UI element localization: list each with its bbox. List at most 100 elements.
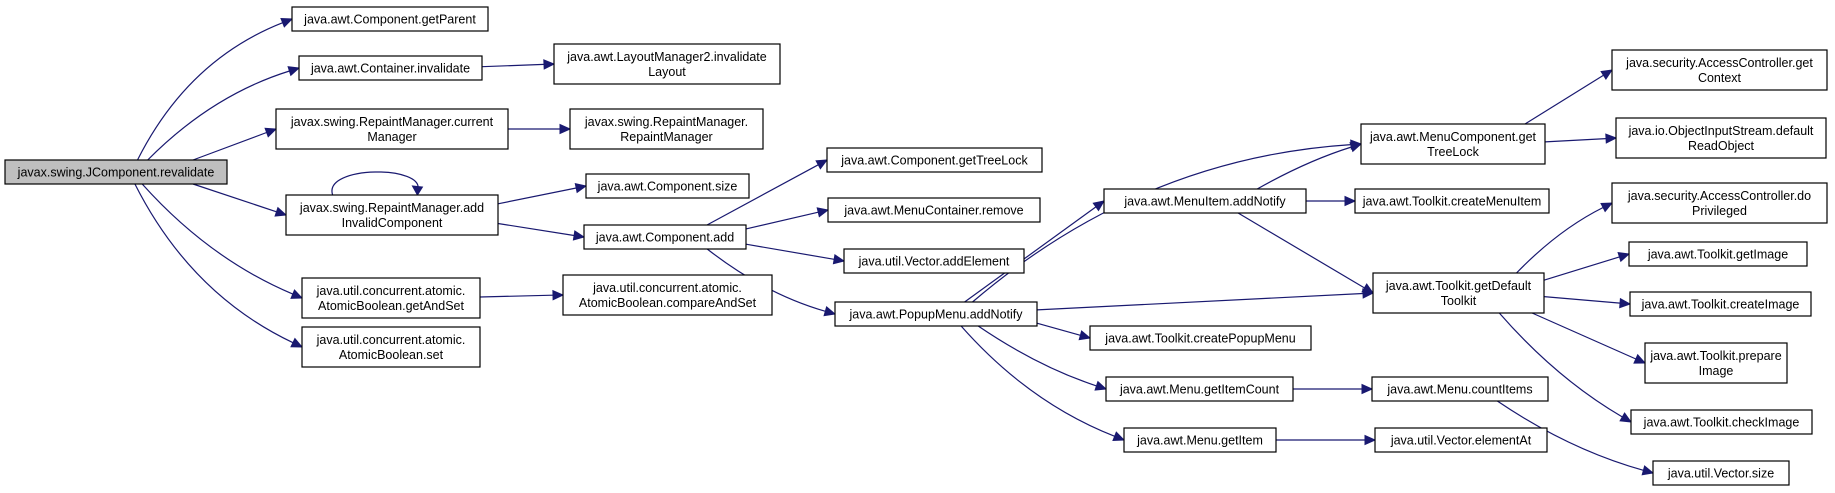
node-getTreeLock[interactable]: java.awt.Component.getTreeLock (826, 147, 1043, 173)
node-box (1354, 188, 1550, 214)
node-label: java.awt.Toolkit.createPopupMenu (1104, 332, 1295, 346)
edge-line (497, 187, 577, 205)
node-label: ReadObject (1688, 139, 1755, 153)
node-createMenuItem[interactable]: java.awt.Toolkit.createMenuItem (1354, 188, 1550, 214)
edge-arrowhead (274, 206, 288, 217)
edge-getDefaultToolkit-to-doPrivileged (1516, 202, 1614, 274)
node-vectorSize[interactable]: java.util.Vector.size (1652, 460, 1790, 486)
edge-arrowhead (1619, 297, 1632, 309)
node-getAndSet[interactable]: java.util.concurrent.atomic.AtomicBoolea… (301, 277, 481, 319)
node-label: AtomicBoolean.compareAndSet (579, 296, 757, 310)
edge-arrowhead (1094, 380, 1108, 391)
node-addInvalid[interactable]: javax.swing.RepaintManager.addInvalidCom… (285, 194, 499, 236)
edge-arrowhead (1364, 434, 1377, 446)
edge-arrowhead (1349, 142, 1363, 153)
node-compareAndSet[interactable]: java.util.concurrent.atomic.AtomicBoolea… (562, 274, 773, 316)
edge-line (1544, 138, 1607, 143)
edge-popupAddNotify-to-getDefaultToolkit (1036, 288, 1375, 311)
edge-revalidate-to-invalidate (147, 66, 301, 161)
node-revalidate[interactable]: javax.swing.JComponent.revalidate (4, 159, 228, 185)
node-box (1123, 427, 1277, 453)
edge-arrowhead (290, 337, 304, 348)
edge-line (977, 325, 1097, 387)
node-label: AtomicBoolean.set (339, 348, 444, 362)
node-mcGetTreeLock[interactable]: java.awt.MenuComponent.getTreeLock (1360, 123, 1546, 165)
edge-compAdd-to-addElement (745, 243, 846, 265)
node-doPrivileged[interactable]: java.security.AccessController.doPrivile… (1611, 182, 1828, 224)
node-mcRemove[interactable]: java.awt.MenuContainer.remove (827, 197, 1041, 223)
node-compAdd[interactable]: java.awt.Component.add (583, 224, 747, 250)
node-box (291, 6, 489, 32)
node-label: java.security.AccessController.do (1627, 189, 1811, 203)
node-label: java.awt.Toolkit.prepare (1649, 349, 1781, 363)
node-elementAt[interactable]: java.util.Vector.elementAt (1374, 427, 1548, 453)
node-box (1360, 123, 1546, 165)
edge-arrowhead (280, 17, 294, 28)
node-menuItemAddNotify[interactable]: java.awt.MenuItem.addNotify (1103, 188, 1307, 214)
node-repaintManagerCtor[interactable]: javax.swing.RepaintManager.RepaintManage… (569, 108, 764, 150)
edge-revalidate-to-getAndSet (141, 183, 304, 299)
node-box (285, 194, 499, 236)
edge-arrowhead (264, 127, 278, 138)
edge-arrowhead (816, 207, 830, 218)
node-addElement[interactable]: java.util.Vector.addElement (843, 248, 1025, 274)
node-box (4, 159, 228, 185)
node-box (1103, 188, 1307, 214)
node-box (1371, 376, 1549, 402)
edge-revalidate-to-abSet (134, 183, 304, 348)
edge-compAdd-to-getTreeLock (706, 159, 829, 226)
edge-arrowhead (1112, 431, 1126, 442)
node-label: TreeLock (1427, 145, 1479, 159)
edge-arrowhead (290, 289, 304, 299)
edge-getDefaultToolkit-to-getImage (1543, 252, 1631, 281)
node-label: java.awt.MenuComponent.get (1369, 130, 1537, 144)
edge-line (706, 164, 819, 226)
edge-getAndSet-to-compareAndSet (479, 289, 565, 301)
edge-arrowhead (572, 230, 586, 241)
node-invalidate[interactable]: java.awt.Container.invalidate (298, 55, 483, 81)
edge-line (1036, 292, 1364, 311)
node-getImage[interactable]: java.awt.Toolkit.getImage (1628, 241, 1808, 267)
edge-getDefaultToolkit-to-checkImage (1498, 312, 1633, 423)
node-label: java.util.concurrent.atomic. (592, 281, 742, 295)
node-checkImage[interactable]: java.awt.Toolkit.checkImage (1630, 409, 1813, 435)
node-label: javax.swing.RepaintManager.add (299, 201, 484, 215)
edge-line (497, 222, 575, 237)
node-createPopupMenu[interactable]: java.awt.Toolkit.createPopupMenu (1089, 325, 1312, 351)
node-getItem[interactable]: java.awt.Menu.getItem (1123, 427, 1277, 453)
node-createImage[interactable]: java.awt.Toolkit.createImage (1629, 291, 1812, 317)
node-box (298, 55, 483, 81)
edge-popupAddNotify-to-menuItemAddNotify (964, 200, 1105, 303)
node-currentManager[interactable]: javax.swing.RepaintManager.currentManage… (275, 108, 509, 150)
node-getContext[interactable]: java.security.AccessController.getContex… (1611, 49, 1828, 91)
node-popupAddNotify[interactable]: java.awt.PopupMenu.addNotify (834, 301, 1038, 327)
node-label: Privileged (1692, 204, 1747, 218)
call-nodes: javax.swing.JComponent.revalidate java.aw… (4, 6, 1828, 486)
edge-arrowhead (1344, 195, 1357, 207)
node-box (275, 108, 509, 150)
edge-arrowhead (1641, 465, 1655, 476)
node-getParent[interactable]: java.awt.Component.getParent (291, 6, 489, 32)
node-size[interactable]: java.awt.Component.size (585, 173, 750, 199)
node-box (1611, 182, 1828, 224)
node-label: java.util.Vector.size (1667, 467, 1774, 481)
node-countItems[interactable]: java.awt.Menu.countItems (1371, 376, 1549, 402)
edge-mcGetTreeLock-to-defaultReadObject (1544, 133, 1618, 144)
edge-getDefaultToolkit-to-prepareImage (1531, 312, 1647, 364)
node-abSet[interactable]: java.util.concurrent.atomic.AtomicBoolea… (301, 326, 481, 368)
node-label: InvalidComponent (342, 216, 443, 230)
edge-addInvalid-to-compAdd (497, 222, 586, 241)
edge-arrowhead (823, 306, 837, 317)
edge-getDefaultToolkit-to-createImage (1543, 296, 1632, 309)
node-box (1089, 325, 1312, 351)
node-label: java.awt.LayoutManager2.invalidate (566, 50, 766, 64)
node-getItemCount[interactable]: java.awt.Menu.getItemCount (1105, 376, 1294, 402)
edge-menuItemAddNotify-to-mcGetTreeLock (1256, 142, 1363, 190)
edge-arrowhead (1600, 202, 1614, 213)
edge-line (1531, 312, 1637, 360)
node-defaultReadObject[interactable]: java.io.ObjectInputStream.defaultReadObj… (1615, 117, 1827, 159)
